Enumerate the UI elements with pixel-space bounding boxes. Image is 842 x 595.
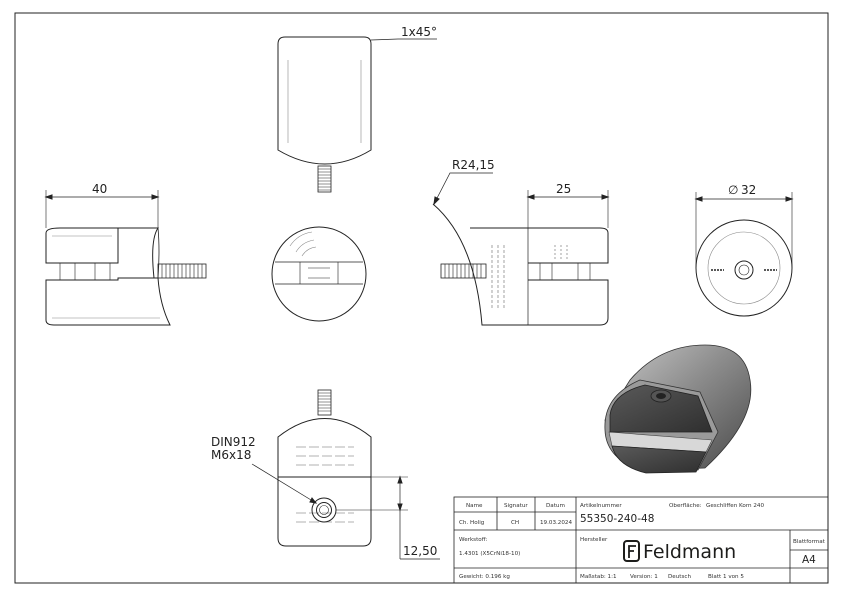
top-view — [277, 36, 437, 193]
title-datum-value: 19.03.2024 — [540, 520, 572, 526]
title-name-value: Ch. Holig — [459, 520, 485, 526]
title-blattformat-label: Blattformat — [793, 539, 826, 545]
dimension-32: 32 — [741, 183, 756, 197]
title-werkstoff-label: Werkstoff: — [459, 537, 488, 543]
title-blatt: Blatt 1 von 5 — [708, 574, 744, 580]
dimension-12-50: 12,50 — [403, 544, 437, 558]
title-artikel-value: 55350-240-48 — [580, 513, 654, 525]
feldmann-logo-icon — [623, 540, 640, 562]
dimension-25: 25 — [556, 182, 571, 196]
title-artikel-label: Artikelnummer — [580, 503, 622, 509]
title-name-label: Name — [466, 503, 483, 509]
title-blattformat-value: A4 — [802, 554, 816, 566]
screw-label-line1: DIN912 — [211, 435, 256, 449]
title-version: Version: 1 — [630, 574, 658, 580]
bottom-view — [251, 389, 440, 560]
right-side-view — [432, 172, 610, 326]
title-werkstoff-value: 1.4301 (X5CrNi18-10) — [459, 551, 520, 557]
title-gewicht: Gewicht: 0.196 kg — [459, 574, 510, 580]
end-view — [694, 192, 794, 317]
title-massstab: Maßstab: 1:1 — [580, 574, 617, 580]
chamfer-label: 1x45° — [401, 25, 437, 39]
title-sprache: Deutsch — [668, 574, 691, 580]
title-datum-label: Datum — [546, 503, 565, 509]
title-signatur-value: CH — [511, 520, 519, 526]
sheet-border — [14, 12, 829, 584]
title-oberflaeche-value: Geschliffen Korn 240 — [706, 503, 764, 509]
diameter-symbol: ∅ — [728, 183, 738, 197]
title-hersteller-label: Hersteller — [580, 537, 608, 543]
left-side-view — [44, 190, 207, 326]
title-block — [453, 496, 829, 584]
dimension-40: 40 — [92, 182, 107, 196]
radius-label: R24,15 — [452, 158, 495, 172]
front-view — [271, 226, 367, 322]
title-oberflaeche-label: Oberfläche: — [669, 503, 702, 509]
brand-name: Feldmann — [643, 541, 736, 563]
screw-label-line2: M6x18 — [211, 448, 251, 462]
title-signatur-label: Signatur — [504, 503, 528, 509]
isometric-view — [604, 344, 752, 474]
